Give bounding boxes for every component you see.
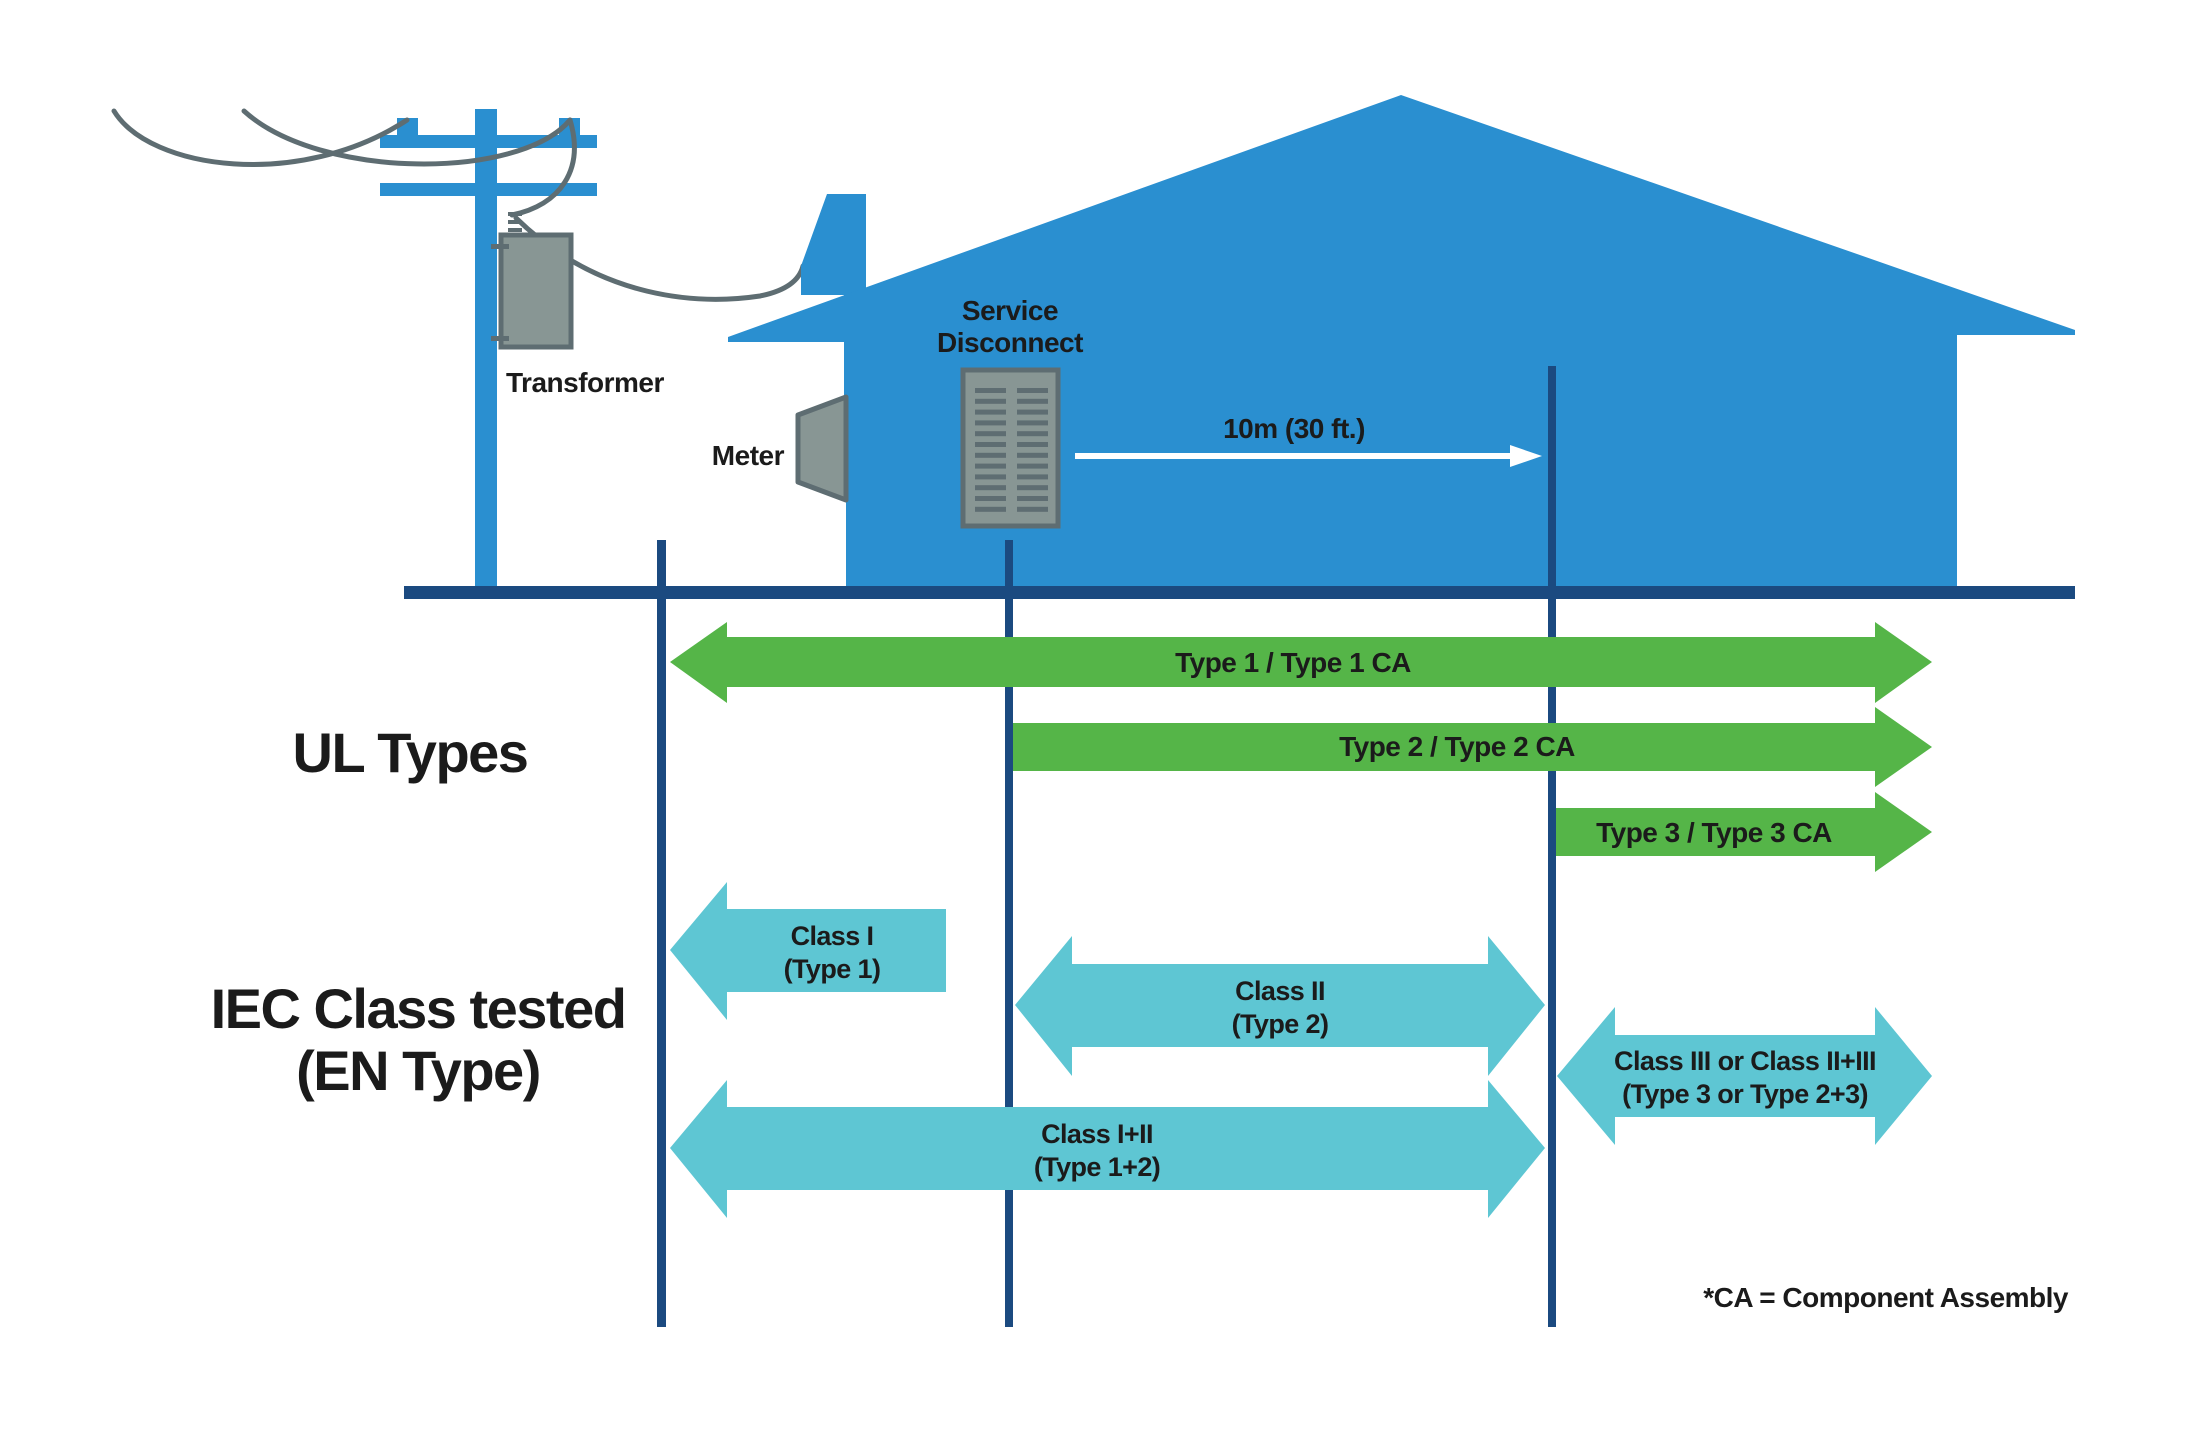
transformer-label: Transformer [506, 367, 664, 398]
breaker-slot [975, 388, 1006, 393]
primary-wire-2 [241, 108, 573, 167]
house-roof-and-walls [728, 95, 2075, 588]
iec-class-2-label-line1: Class II [1235, 976, 1325, 1006]
breaker-slot [1017, 420, 1048, 426]
breaker-slot [975, 398, 1006, 404]
breaker-slot [1017, 388, 1048, 393]
breaker-slot [1017, 506, 1048, 512]
breaker-slot [975, 506, 1006, 512]
distance-arrow-head [1510, 445, 1542, 467]
ul-type-3-label: Type 3 / Type 3 CA [1596, 817, 1832, 848]
distance-label: 10m (30 ft.) [1223, 413, 1365, 444]
ul-type-2-arrow [1013, 707, 1932, 787]
breaker-slot [975, 463, 1006, 469]
ul-types-heading: UL Types [293, 721, 528, 784]
service-drop-wire [513, 215, 806, 302]
boundary-line-10m [1548, 366, 1556, 1327]
pole-post [475, 109, 497, 589]
overhead-wires [111, 108, 806, 302]
iec-class-1-label-line2: (Type 1) [784, 954, 881, 984]
boundary-line-utility [657, 540, 666, 1327]
breaker-slot [1017, 442, 1048, 447]
iec-class-1-2-label-line1: Class I+II [1041, 1119, 1153, 1149]
iec-heading-line1: IEC Class tested [211, 977, 626, 1040]
iec-class-3-label-line1: Class III or Class II+III [1614, 1046, 1876, 1076]
breaker-slot [1017, 463, 1048, 469]
pole-crossarm-lower [380, 183, 597, 196]
transformer-bushing-2 [508, 220, 522, 224]
ul-type-1-arrow [670, 622, 1932, 703]
breaker-slot [975, 452, 1006, 458]
breaker-slot [975, 409, 1006, 415]
meter [795, 394, 849, 503]
transformer-bracket-bottom [491, 336, 509, 341]
iec-heading-line2: (EN Type) [296, 1039, 540, 1102]
breaker-slot [975, 442, 1006, 447]
iec-class-1-2-arrow [670, 1080, 1545, 1218]
boundary-line-service-disconnect [1005, 540, 1013, 1327]
transformer-body [498, 232, 574, 350]
breaker-slot [1017, 398, 1048, 404]
service-disconnect-panel [960, 367, 1061, 529]
transformer-lead [509, 117, 577, 218]
service-disconnect-label-line1: Service [962, 295, 1058, 326]
breaker-slot [975, 485, 1006, 491]
service-disconnect-label-line2: Disconnect [937, 327, 1083, 358]
footnote: *CA = Component Assembly [1703, 1282, 2069, 1313]
iec-class-1-2-label-line2: (Type 1+2) [1034, 1152, 1160, 1182]
breaker-slot [1017, 496, 1048, 501]
iec-class-3-label-line2: (Type 3 or Type 2+3) [1622, 1079, 1868, 1109]
breaker-slot [975, 420, 1006, 426]
ground-line [404, 586, 2075, 599]
utility-pole [380, 109, 597, 589]
ul-type-2-label: Type 2 / Type 2 CA [1339, 731, 1575, 762]
ul-type-1-label: Type 1 / Type 1 CA [1175, 647, 1411, 678]
breaker-slot [975, 496, 1006, 501]
iec-class-1-label-line1: Class I [791, 921, 874, 951]
transformer-bushing-1 [508, 212, 522, 216]
ul-type-arrows: Type 1 / Type 1 CA Type 2 / Type 2 CA Ty… [670, 622, 1932, 872]
primary-wire-1 [111, 108, 410, 167]
breaker-slot [975, 431, 1006, 437]
transformer: Transformer [491, 212, 665, 398]
breaker-slot [1017, 474, 1048, 480]
transformer-bushing-3 [508, 228, 522, 232]
meter-label: Meter [712, 440, 785, 471]
breaker-slot [1017, 452, 1048, 458]
iec-class-3-arrow [1557, 1007, 1932, 1145]
breaker-slot [975, 474, 1006, 480]
breaker-slot [1017, 431, 1048, 437]
transformer-bracket-top [491, 244, 509, 249]
pole-crossarm-upper [380, 135, 597, 148]
iec-class-2-arrow [1015, 936, 1545, 1076]
ul-type-3-arrow [1556, 792, 1932, 872]
iec-class-2-label-line2: (Type 2) [1232, 1009, 1329, 1039]
breaker-slot [1017, 409, 1048, 415]
panel-breakers [975, 388, 1048, 512]
iec-class-1-arrow [670, 882, 946, 1020]
house: Meter Service Disconnect 10m (30 ft.) [712, 95, 2075, 588]
iec-class-arrows: Class I (Type 1) Class II (Type 2) Class… [670, 882, 1932, 1218]
breaker-slot [1017, 485, 1048, 491]
